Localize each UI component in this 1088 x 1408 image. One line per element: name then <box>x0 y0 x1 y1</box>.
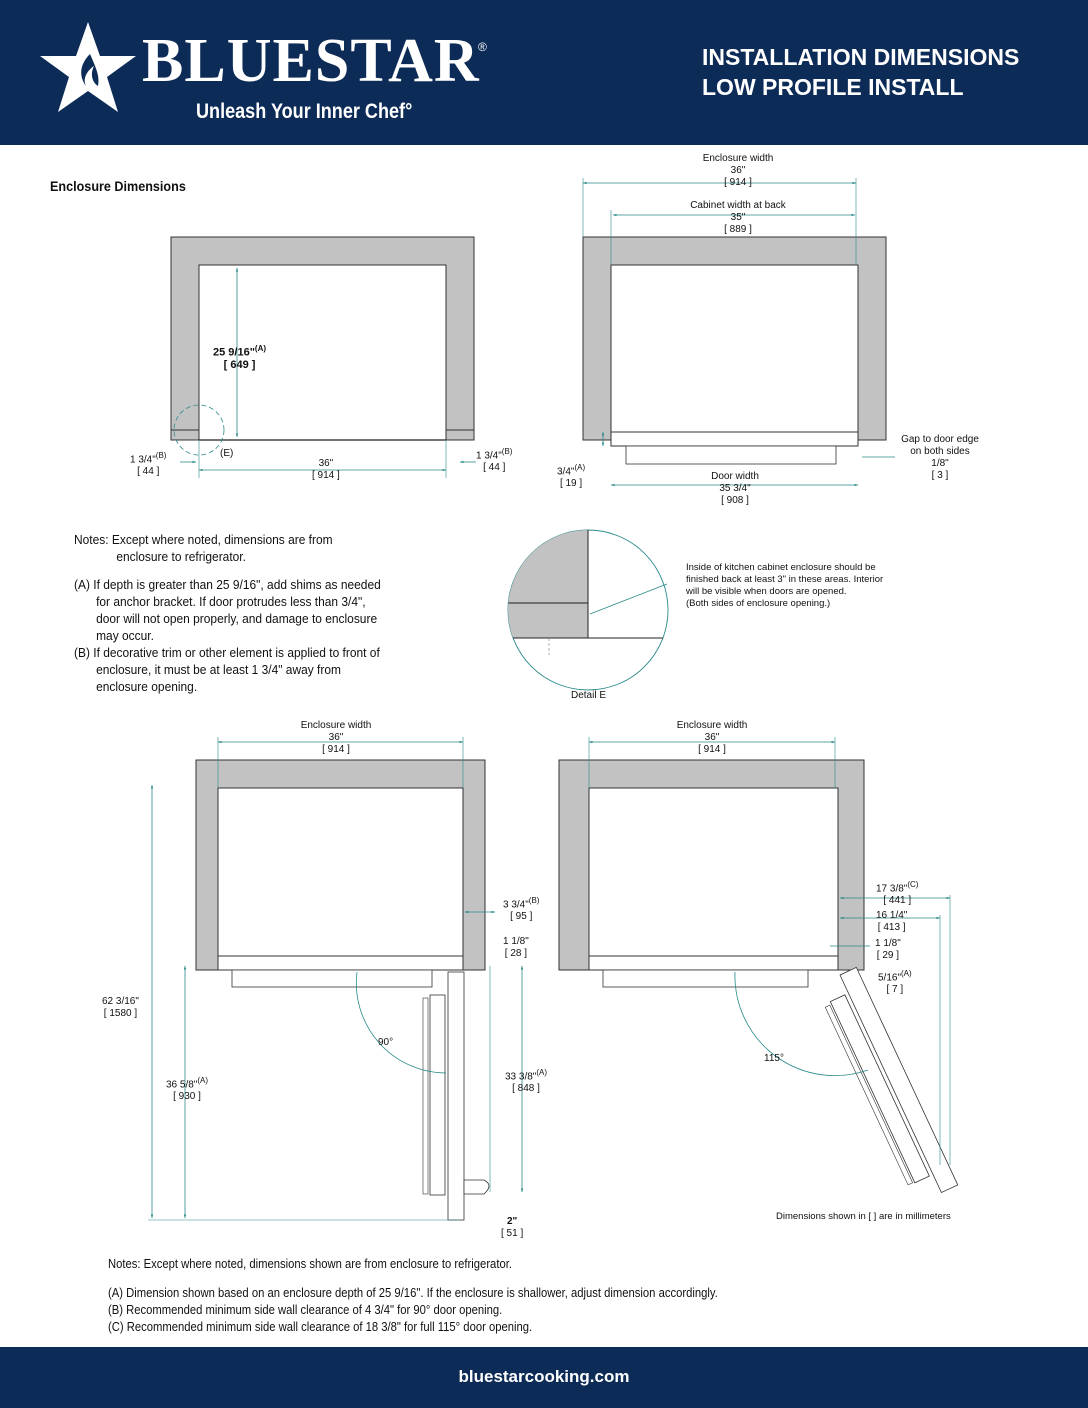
depth-dimension: 25 9/16"(A) [ 649 ] <box>213 344 267 371</box>
br-protrude-dimension: 5/16"(A) [ 7 ] <box>878 969 912 996</box>
note-b-cont: enclosure opening. <box>96 679 198 694</box>
br-clearance-dimension: 16 1/4" [ 413 ] <box>876 910 908 933</box>
bl-front-depth-dimension: 36 5/8"(A) [ 930 ] <box>166 1076 209 1103</box>
title-line-2: LOW PROFILE INSTALL <box>702 74 964 100</box>
bl-enclosure-width-dimension: Enclosure width 36" [ 914 ] <box>300 720 372 755</box>
note-intro: Notes: Except where noted, dimensions sh… <box>108 1257 512 1271</box>
note-intro-cont: enclosure to refrigerator. <box>116 549 246 564</box>
note-a-cont: may occur. <box>96 628 154 643</box>
notes-enclosure: Notes: Except where noted, dimensions ar… <box>74 531 381 695</box>
note-b: (B) If decorative trim or other element … <box>74 645 380 660</box>
bl-total-depth-dimension: 62 3/16" [ 1580 ] <box>102 996 139 1019</box>
right-trim-dimension: 1 3/4"(B) [ 44 ] <box>476 447 513 474</box>
cabinet-width-dimension: Cabinet width at back 35" [ 889 ] <box>690 200 786 235</box>
note-a: (A) Dimension shown based on an enclosur… <box>108 1286 718 1300</box>
page-footer: bluestarcooking.com <box>0 1347 1088 1408</box>
enclosure-width-dimension: Enclosure width 36" [ 914 ] <box>702 153 774 188</box>
note-a-cont: for anchor bracket. If door protrudes le… <box>96 594 366 609</box>
note-a: (A) If depth is greater than 25 9/16", a… <box>74 577 381 592</box>
br-door-angle: 115° <box>764 1053 784 1064</box>
registered-mark: ® <box>478 40 487 54</box>
note-b: (B) Recommended minimum side wall cleara… <box>108 1303 503 1317</box>
width-dimension: 36"[ 914 ] <box>312 458 340 481</box>
website-link[interactable]: bluestarcooking.com <box>458 1367 630 1386</box>
title-line-1: INSTALLATION DIMENSIONS <box>702 44 1020 70</box>
detail-e-marker: (E) <box>220 448 234 459</box>
bl-door-angle: 90° <box>378 1037 394 1048</box>
br-hinge-offset-dimension: 1 1/8" [ 29 ] <box>875 938 901 961</box>
door-protrude-dimension: 3/4"(A) [ 19 ] <box>557 463 586 490</box>
detail-e-callout: Inside of kitchen cabinet enclosure shou… <box>686 562 884 609</box>
door-width-dimension: Door width 35 3/4" [ 908 ] <box>711 471 759 506</box>
brand-tagline: Unleash Your Inner Chef° <box>196 100 413 123</box>
note-a-cont: door will not open properly, and damage … <box>96 611 378 626</box>
bl-door-depth-dimension: 33 3/8"(A) [ 848 ] <box>505 1068 548 1095</box>
bl-handle-dimension: 2" [ 51 ] <box>501 1216 524 1239</box>
page-header: BLUESTAR ® Unleash Your Inner Chef° INST… <box>0 0 1088 145</box>
document-title: INSTALLATION DIMENSIONS LOW PROFILE INST… <box>702 42 1019 102</box>
bl-side-clearance-dimension: 3 3/4"(B) [ 95 ] <box>503 896 540 923</box>
br-clearance-c-dimension: 17 3/8"(C) [ 441 ] <box>876 880 919 907</box>
br-enclosure-width-dimension: Enclosure width 36" [ 914 ] <box>676 720 748 755</box>
bl-hinge-offset-dimension: 1 1/8" [ 28 ] <box>503 936 529 959</box>
brand-wordmark: BLUESTAR <box>142 27 480 95</box>
note-c: (C) Recommended minimum side wall cleara… <box>108 1320 533 1334</box>
units-note: Dimensions shown in [ ] are in millimete… <box>776 1211 951 1222</box>
note-intro: Notes: Except where noted, dimensions ar… <box>74 532 333 547</box>
section-title: Enclosure Dimensions <box>50 178 186 194</box>
bottom-left-door-90-plan <box>148 737 524 1221</box>
note-b-cont: enclosure, it must be at least 1 3/4" aw… <box>96 662 341 677</box>
left-trim-dimension: 1 3/4"(B) [ 44 ] <box>130 451 167 478</box>
detail-e-label: Detail E <box>571 690 607 701</box>
door-gap-dimension: Gap to door edge on both sides 1/8" [ 3 … <box>901 434 979 481</box>
bluestar-star-logo-icon <box>40 22 136 112</box>
notes-door-clearance: Notes: Except where noted, dimensions sh… <box>108 1256 718 1336</box>
detail-e-circle <box>507 529 669 691</box>
